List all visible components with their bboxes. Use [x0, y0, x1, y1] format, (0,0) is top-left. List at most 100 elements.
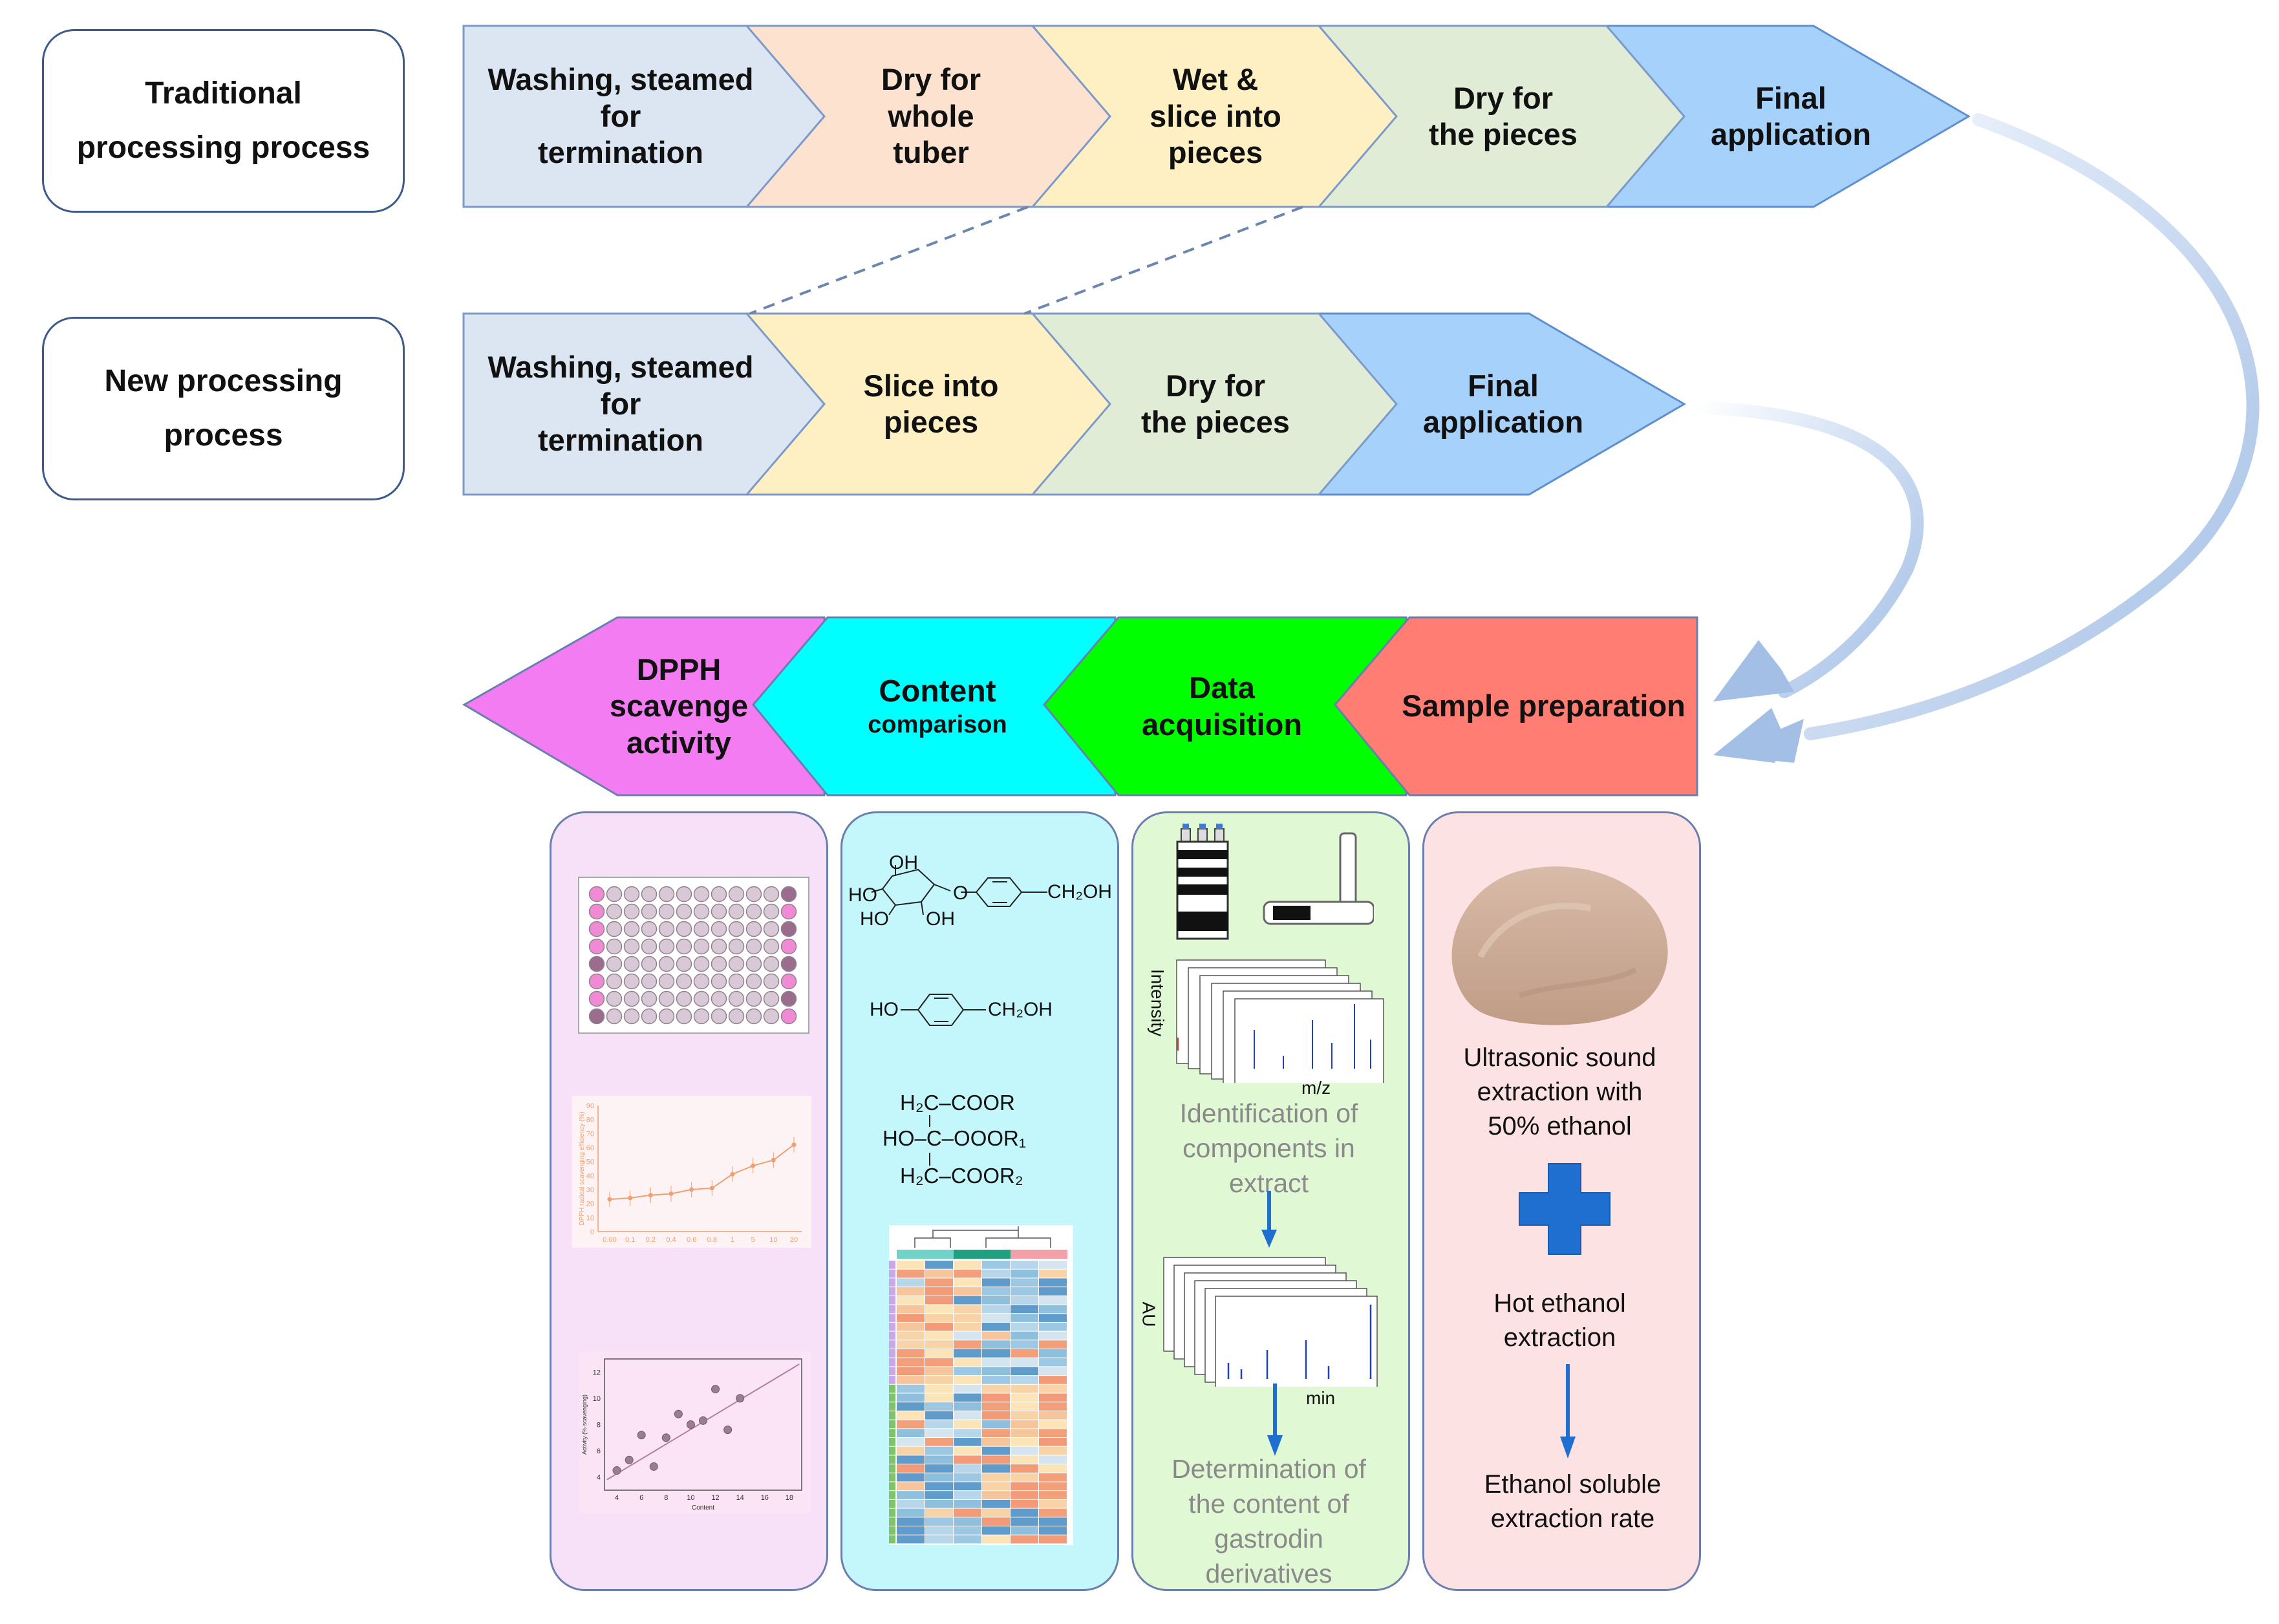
heatmap-cell: [954, 1508, 981, 1517]
line-y-tick: 10: [586, 1214, 594, 1222]
heatmap-cell: [897, 1393, 925, 1402]
plate-well: [745, 921, 762, 937]
plate-well: [641, 903, 658, 920]
line-point: [730, 1171, 735, 1177]
heatmap-cell: [1011, 1473, 1038, 1482]
plate-well: [641, 990, 658, 1007]
scatter-x-tick: 6: [639, 1494, 643, 1502]
plate-well: [763, 956, 780, 972]
heatmap-cell: [925, 1464, 953, 1473]
line-x-tick: 5: [751, 1236, 755, 1244]
dashed-connector-1: [749, 206, 1029, 315]
heatmap-cell: [1011, 1296, 1038, 1305]
trad-step-4: Dry for the pieces: [1429, 80, 1578, 151]
heatmap-cell: [1039, 1384, 1067, 1393]
scatter-point: [711, 1385, 720, 1394]
plate-well: [745, 903, 762, 920]
plate-well: [693, 956, 710, 972]
heatmap-cell: [897, 1508, 925, 1517]
heatmap-row-label-bar: [889, 1473, 895, 1482]
scatter-x-tick: 14: [736, 1494, 744, 1502]
heatmap-cell: [1039, 1322, 1067, 1331]
heatmap-cell: [1011, 1411, 1038, 1420]
plate-well: [658, 886, 675, 903]
heatmap-cell: [897, 1287, 925, 1296]
heatmap-row-label-bar: [889, 1446, 895, 1455]
sample-label: Sample preparation: [1402, 689, 1685, 723]
plate-well: [763, 1008, 780, 1025]
plate-well: [745, 990, 762, 1007]
heatmap-cell: [954, 1438, 981, 1446]
heatmap-row-label-bar: [889, 1305, 895, 1314]
heatmap-cell: [1011, 1376, 1038, 1384]
data-label: Data acquisition: [1141, 670, 1303, 742]
plate-well: [728, 921, 745, 937]
plate-well: [676, 938, 692, 955]
heatmap-cell: [897, 1340, 925, 1349]
heatmap-cell: [1039, 1517, 1067, 1526]
heatmap-row-label-bar: [889, 1499, 895, 1508]
scatter-x-tick: 16: [761, 1494, 769, 1502]
heatmap-cell: [1011, 1287, 1038, 1296]
plate-well: [711, 1008, 727, 1025]
heatmap-cell: [982, 1429, 1010, 1437]
heatmap-cell: [954, 1499, 981, 1508]
heatmap-cell: [954, 1269, 981, 1278]
plate-well: [763, 938, 780, 955]
heatmap-cell: [897, 1446, 925, 1455]
scatter-point: [699, 1416, 707, 1425]
heatmap-cell: [1039, 1446, 1067, 1455]
new-step-1-shape: [462, 312, 826, 496]
heatmap-cell: [1011, 1438, 1038, 1446]
heatmap-cell: [982, 1402, 1010, 1411]
plus-icon: [1519, 1163, 1610, 1255]
heatmap-cell: [982, 1305, 1010, 1314]
heatmap-cell: [1039, 1482, 1067, 1491]
heatmap-row-label-bar: [889, 1429, 895, 1437]
chem-line-2: HO–C–OOOR₁: [883, 1126, 1027, 1150]
heatmap-cell: [982, 1340, 1010, 1349]
heatmap-cell: [982, 1393, 1010, 1402]
trad-step-1: Washing, steamed for termination: [487, 62, 754, 170]
well-plate: [578, 877, 809, 1034]
uv-frame: [1215, 1296, 1378, 1387]
heatmap-cell: [1011, 1508, 1038, 1517]
heatmap-cell: [1039, 1305, 1067, 1314]
chem-bonds: [929, 1115, 930, 1166]
line-point: [607, 1197, 612, 1202]
heatmap-cell: [1011, 1455, 1038, 1464]
traditional-label: Traditional processing process: [76, 76, 370, 165]
heatmap-cell: [954, 1482, 981, 1491]
line-point: [689, 1187, 694, 1192]
heatmap-cell: [925, 1438, 953, 1446]
heatmap-cell: [954, 1367, 981, 1376]
line-x-tick: 20: [790, 1236, 798, 1244]
heatmap-group-bar: [954, 1250, 982, 1259]
plate-well: [780, 956, 797, 972]
heatmap-cell: [1039, 1340, 1067, 1349]
heatmap-cell: [897, 1349, 925, 1358]
scatter-y-tick: 10: [593, 1395, 601, 1403]
trad-step-5: Final application: [1710, 80, 1872, 151]
heatmap-cell: [982, 1331, 1010, 1340]
gastrodin-structure: [871, 865, 1047, 915]
plate-well: [728, 973, 745, 990]
heatmap-cell: [982, 1358, 1010, 1367]
chem-line-3: H₂C–COOR₂: [900, 1164, 1023, 1188]
heatmap-row-label-bar: [889, 1287, 895, 1296]
plate-well: [658, 990, 675, 1007]
scatter-x-tick: 18: [786, 1494, 793, 1502]
heatmap-cell: [954, 1305, 981, 1314]
heatmap-cell: [1039, 1349, 1067, 1358]
plate-well: [763, 973, 780, 990]
scatter-y-tick: 12: [593, 1369, 601, 1376]
plate-well: [745, 886, 762, 903]
heatmap-cell: [925, 1384, 953, 1393]
content-label: Content: [879, 674, 996, 709]
chem-o: O: [953, 882, 968, 904]
heatmap-cell: [1039, 1455, 1067, 1464]
heatmap-cell: [1011, 1482, 1038, 1491]
